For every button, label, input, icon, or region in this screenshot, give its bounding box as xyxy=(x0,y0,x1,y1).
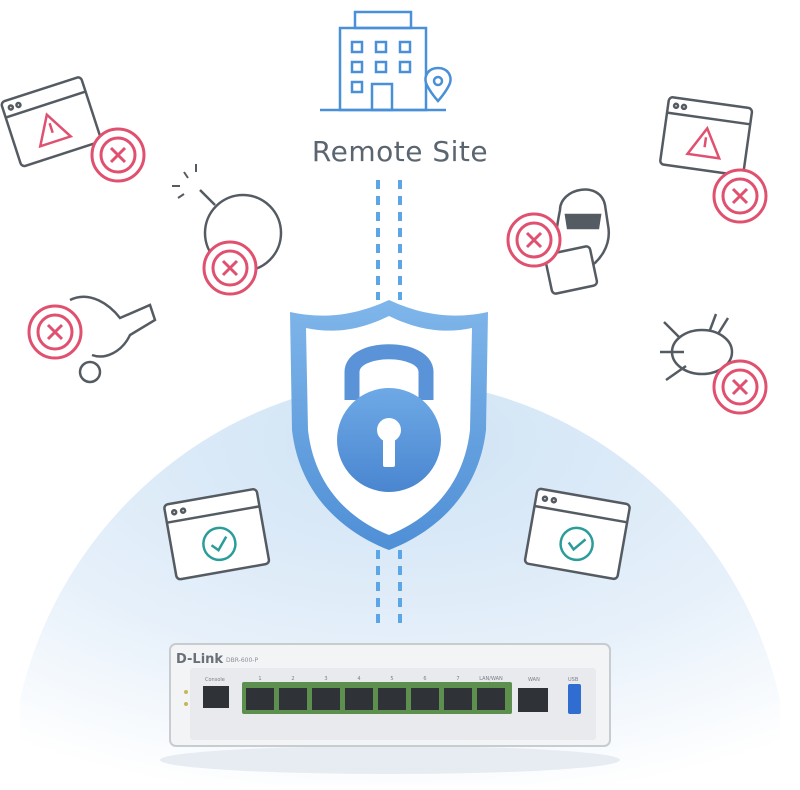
console-label: Console xyxy=(205,677,225,683)
lan-port xyxy=(477,688,505,710)
warning-window-icon xyxy=(659,96,754,177)
lan-port xyxy=(312,688,340,710)
vpn-tunnel-lines xyxy=(376,180,402,630)
lan-port xyxy=(411,688,439,710)
lan-port-label: 1 xyxy=(258,676,261,682)
router-brand: D-Link xyxy=(176,652,223,667)
block-x-icon xyxy=(27,304,83,360)
broken-plug-icon xyxy=(69,295,157,384)
check-window-icon xyxy=(523,487,631,581)
router-model: DBR-600-P xyxy=(226,657,258,664)
usb-label: USB xyxy=(568,677,579,683)
warning-window-icon xyxy=(0,76,102,168)
lan-port-label: 2 xyxy=(291,676,294,682)
lan-port-label: LAN/WAN xyxy=(479,676,503,682)
lan-port xyxy=(444,688,472,710)
building-icon xyxy=(320,10,452,112)
remote-site-label: Remote Site xyxy=(311,135,489,168)
block-x-icon xyxy=(712,359,768,415)
lan-port xyxy=(378,688,406,710)
shield-lock-icon xyxy=(290,300,488,550)
lan-port-label: 3 xyxy=(324,676,327,682)
lan-port-label: 6 xyxy=(423,676,426,682)
block-x-icon xyxy=(202,240,258,296)
wan-label: WAN xyxy=(528,677,540,683)
hacker-icon xyxy=(543,188,611,295)
check-window-icon xyxy=(163,488,271,581)
block-x-icon xyxy=(90,127,146,183)
wan-port xyxy=(518,688,548,712)
lan-port-label: 5 xyxy=(390,676,393,682)
bug-icon xyxy=(660,313,734,382)
block-x-icon xyxy=(506,212,562,268)
block-x-icon xyxy=(712,168,768,224)
console-port xyxy=(203,686,229,708)
usb-port xyxy=(568,684,581,714)
lan-port-label: 4 xyxy=(357,676,360,682)
lan-port xyxy=(246,688,274,710)
lan-port xyxy=(279,688,307,710)
lan-port-label: 7 xyxy=(456,676,459,682)
lan-port xyxy=(345,688,373,710)
